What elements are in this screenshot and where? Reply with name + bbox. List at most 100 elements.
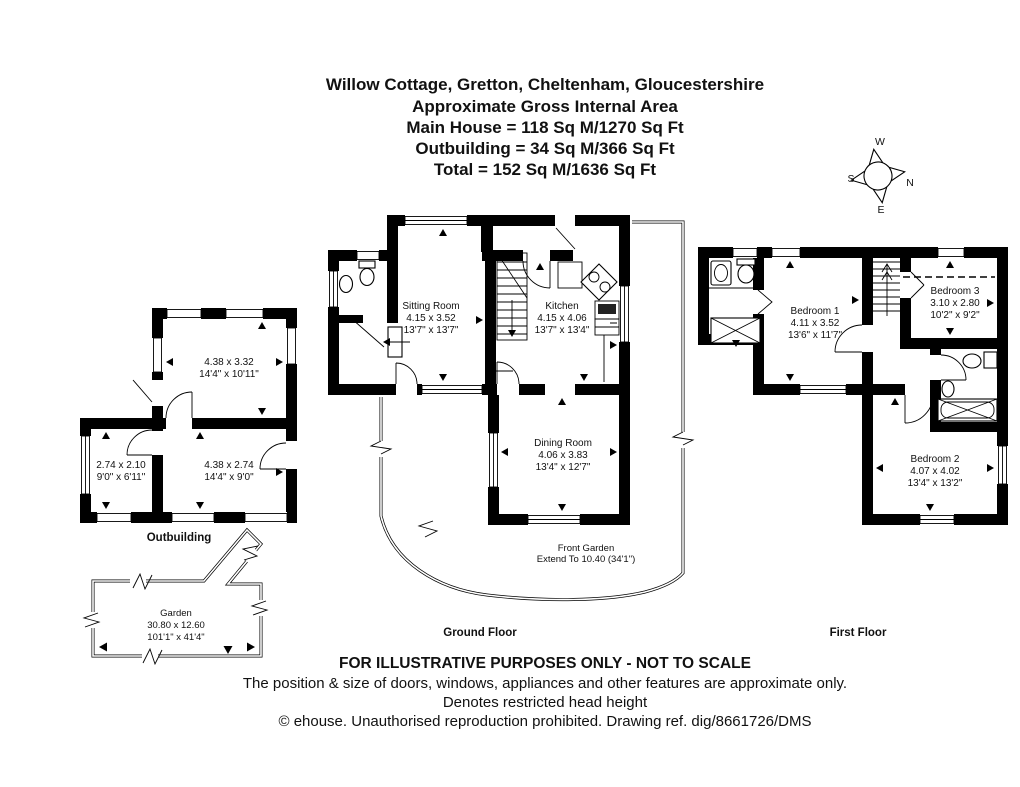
oven-icon (594, 300, 620, 336)
dimension-markers-first (732, 261, 994, 511)
garden-plan: Garden 30.80 x 12.60 101'1" x 41'4" (82, 527, 269, 666)
window (421, 384, 483, 395)
outbuilding-area: Outbuilding = 34 Sq M/366 Sq Ft (415, 139, 675, 158)
window (937, 247, 965, 258)
sitting-room-imperial: 13'7" x 13'7" (404, 325, 459, 336)
ground-floor-plan: Sitting Room 4.15 x 3.52 13'7" x 13'7" K… (328, 215, 695, 639)
outbuilding-room3-metric: 4.38 x 2.74 (204, 460, 254, 471)
kitchen-fixtures (557, 261, 620, 382)
window (997, 445, 1008, 485)
entrance-porch (383, 326, 410, 358)
property-address: Willow Cottage, Gretton, Cheltenham, Glo… (326, 75, 764, 94)
window (919, 514, 955, 525)
bath-icon (937, 398, 998, 422)
window (244, 512, 288, 523)
outbuilding-interior-walls (152, 418, 286, 512)
outbuilding-room3-imperial: 14'4" x 9'0" (204, 472, 254, 483)
kitchen-metric: 4.15 x 4.06 (537, 313, 587, 324)
front-garden-name: Front Garden (558, 543, 615, 554)
dining-room-metric: 4.06 x 3.83 (538, 450, 588, 461)
outbuilding-doors (126, 379, 287, 470)
front-garden-extent: Extend To 10.40 (34'1") (537, 554, 636, 565)
first-floor-doors (757, 271, 967, 424)
outbuilding-room1-metric: 4.38 x 3.32 (204, 357, 254, 368)
toilet-icon (736, 258, 756, 266)
window (328, 270, 339, 308)
bathroom-fixtures (937, 351, 998, 422)
bedroom2-metric: 4.07 x 4.02 (910, 466, 960, 477)
entrance-arrow-icon (383, 338, 390, 346)
compass-south: S (847, 173, 854, 185)
window (799, 384, 847, 395)
outbuilding-openings (152, 380, 297, 469)
compass-west: W (875, 136, 885, 148)
window (619, 285, 630, 343)
sink-icon (338, 274, 354, 294)
bedroom1-imperial: 13'6" x 11'7" (788, 330, 843, 341)
dimension-markers-outbuilding (102, 322, 283, 509)
shower-room-fixtures (709, 258, 761, 344)
bedroom3-metric: 3.10 x 2.80 (930, 298, 980, 309)
outbuilding-room2-metric: 2.74 x 2.10 (96, 460, 146, 471)
bedroom3-name: Bedroom 3 (931, 286, 980, 297)
main-house-area: Main House = 118 Sq M/1270 Sq Ft (406, 118, 684, 137)
bedroom1-metric: 4.11 x 3.52 (791, 318, 840, 329)
outbuilding-windows (80, 308, 297, 523)
back-door (555, 227, 576, 250)
window (225, 308, 264, 319)
window (96, 512, 132, 523)
first-floor-label: First Floor (830, 627, 887, 639)
dining-room-imperial: 13'4" x 12'7" (536, 462, 591, 473)
staircase-ground (496, 252, 528, 341)
outbuilding-room1-imperial: 14'4" x 10'11" (199, 369, 259, 380)
ground-floor-label: Ground Floor (443, 627, 517, 639)
title-block: Willow Cottage, Gretton, Cheltenham, Glo… (326, 75, 764, 179)
first-floor-windows (732, 247, 1008, 525)
window (80, 435, 91, 495)
total-area: Total = 152 Sq M/1636 Sq Ft (434, 160, 657, 179)
compass-east: E (877, 204, 884, 216)
window (356, 250, 380, 261)
wc-fixtures (338, 260, 376, 294)
dining-room-name: Dining Room (534, 438, 592, 449)
window (488, 432, 499, 488)
ground-floor-windows (328, 215, 630, 525)
window (527, 514, 581, 525)
bedroom1-name: Bedroom 1 (791, 306, 840, 317)
dimension-markers-garden (99, 642, 255, 654)
first-floor-walls (698, 247, 1008, 525)
window (286, 327, 297, 365)
window (404, 215, 468, 226)
garden-break-marks (82, 544, 269, 666)
window (171, 512, 215, 523)
sitting-room-name: Sitting Room (402, 301, 459, 312)
window (152, 337, 163, 373)
toilet-icon (358, 260, 376, 269)
footer-disclaimer-1: FOR ILLUSTRATIVE PURPOSES ONLY - NOT TO … (339, 655, 751, 672)
staircase-first (873, 261, 900, 316)
stair-arrow-icon (508, 330, 516, 337)
shower-icon (710, 317, 761, 344)
front-garden-boundary (369, 220, 695, 602)
footer-copyright: © ehouse. Unauthorised reproduction proh… (278, 713, 811, 730)
area-heading: Approximate Gross Internal Area (412, 97, 678, 116)
ground-floor-openings (396, 215, 575, 395)
bedroom2-imperial: 13'4" x 13'2" (908, 478, 963, 489)
footer-block: FOR ILLUSTRATIVE PURPOSES ONLY - NOT TO … (243, 655, 847, 730)
outbuilding-plan: 4.38 x 3.32 14'4" x 10'11" 2.74 x 2.10 9… (80, 308, 297, 544)
footer-restricted-note: Denotes restricted head height (443, 694, 648, 711)
toilet-icon (983, 351, 998, 369)
fridge-icon (557, 261, 583, 289)
dimension-markers-ground (439, 229, 617, 511)
kitchen-imperial: 13'7" x 13'4" (535, 325, 590, 336)
compass-north: N (906, 177, 914, 189)
compass-rose-icon: W S N E (847, 136, 914, 216)
garden-metric: 30.80 x 12.60 (147, 620, 205, 631)
first-floor-plan: Bedroom 1 4.11 x 3.52 13'6" x 11'7" Bedr… (698, 247, 1008, 639)
garden-name: Garden (160, 608, 192, 619)
window (166, 308, 202, 319)
bedroom3-imperial: 10'2" x 9'2" (930, 310, 980, 321)
outbuilding-label: Outbuilding (147, 532, 212, 544)
